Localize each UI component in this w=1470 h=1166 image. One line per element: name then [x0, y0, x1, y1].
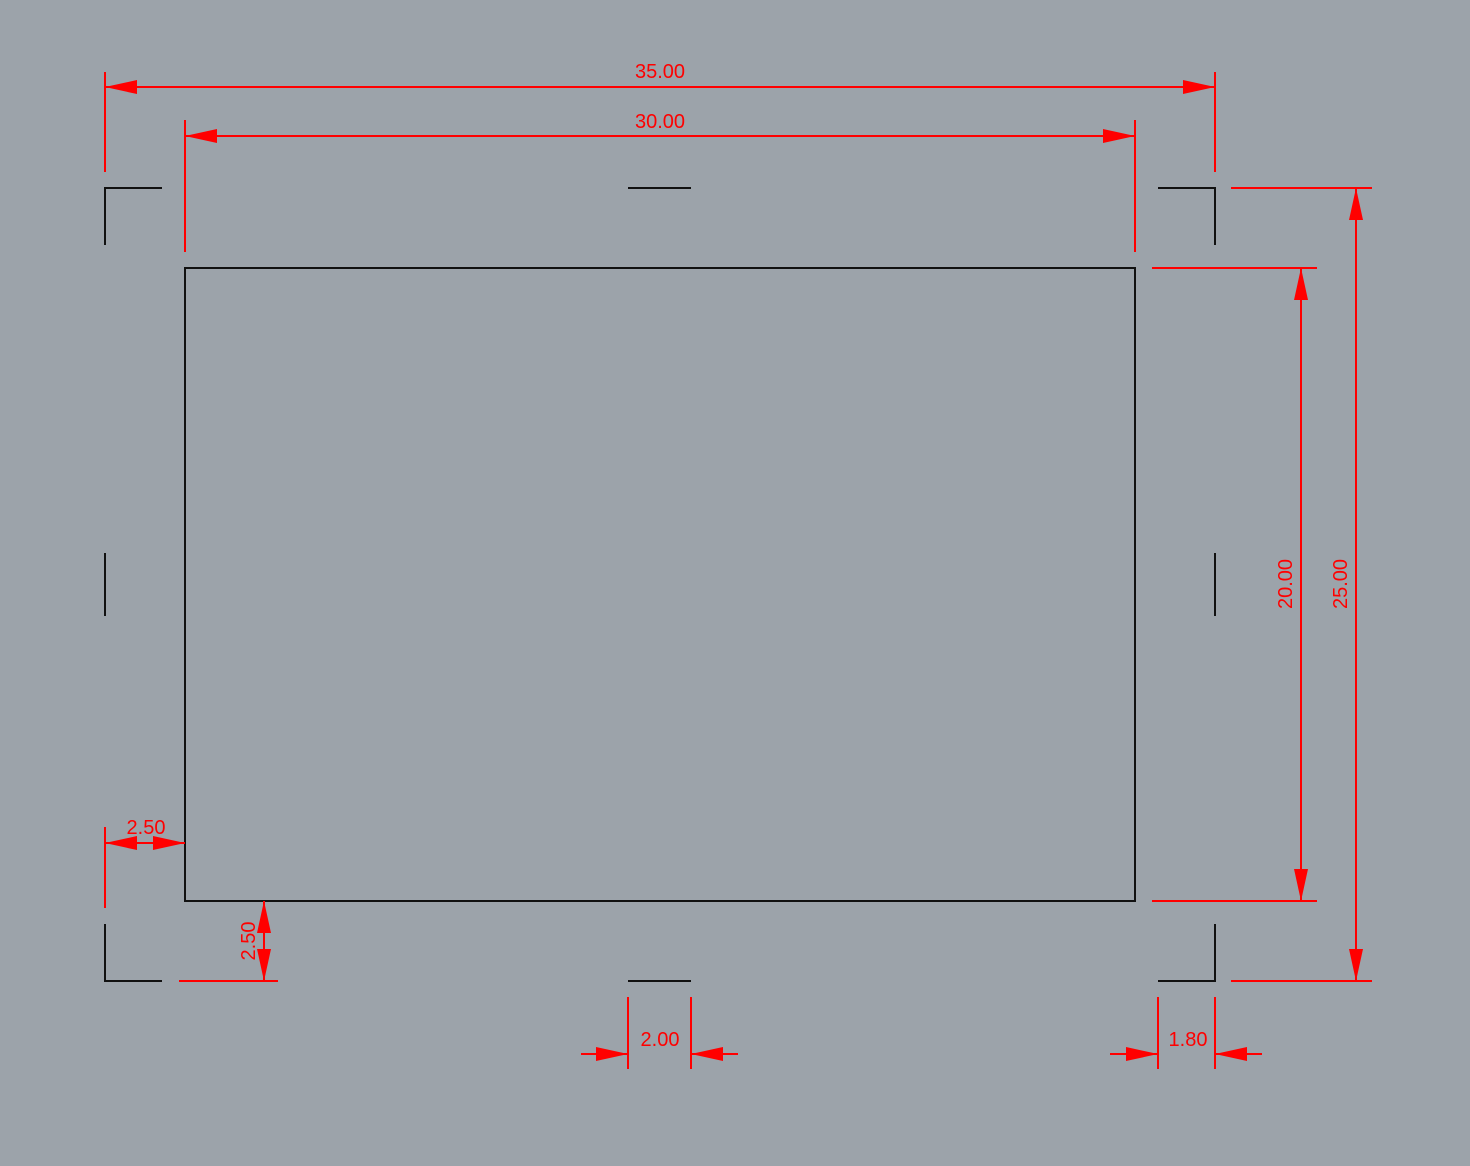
arrowhead	[105, 80, 137, 94]
sheet-rectangle	[184, 267, 1136, 902]
dimension-label-sheet-height: 20.00	[1275, 559, 1297, 609]
arrowhead	[1126, 1047, 1158, 1061]
dimension-label-overall-height: 25.00	[1330, 559, 1352, 609]
dimension-mark-length: 2.00	[581, 997, 738, 1069]
crop-marks	[104, 187, 1216, 982]
arrowhead	[257, 949, 271, 981]
dimension-sheet-width: 30.00	[184, 111, 1136, 252]
dimension-overall-height: 25.00	[1231, 187, 1372, 982]
arrowhead	[691, 1047, 723, 1061]
dimension-label-sheet-width: 30.00	[635, 111, 685, 133]
dimension-left-margin: 2.50	[104, 817, 185, 908]
crop-mark-top-left	[104, 187, 162, 245]
arrowhead	[1294, 268, 1308, 300]
dimension-corner-mark-length: 1.80	[1110, 997, 1262, 1069]
arrowhead	[1294, 869, 1308, 901]
arrowhead	[1215, 1047, 1247, 1061]
dimension-overall-width: 35.00	[104, 61, 1216, 172]
arrowhead	[257, 901, 271, 933]
dimension-bottom-margin: 2.50	[179, 901, 278, 982]
dimension-label-bottom-margin: 2.50	[238, 922, 260, 961]
arrowhead	[596, 1047, 628, 1061]
arrowhead	[1183, 80, 1215, 94]
crop-mark-top-right	[1158, 187, 1216, 245]
arrowhead	[185, 129, 217, 143]
arrowhead	[1103, 129, 1135, 143]
arrowhead	[105, 836, 137, 850]
dimension-label-overall-width: 35.00	[635, 61, 685, 83]
dimension-label-mark-length: 2.00	[641, 1029, 680, 1051]
dimension-sheet-height: 20.00	[1152, 267, 1317, 902]
arrowhead	[1349, 188, 1363, 220]
dimension-label-corner-mark-length: 1.80	[1169, 1029, 1208, 1051]
crop-mark-bottom-left	[104, 924, 162, 982]
arrowhead	[1349, 949, 1363, 981]
crop-mark-bottom-right	[1158, 924, 1216, 982]
dimension-label-left-margin: 2.50	[127, 817, 166, 839]
arrowhead	[153, 836, 185, 850]
